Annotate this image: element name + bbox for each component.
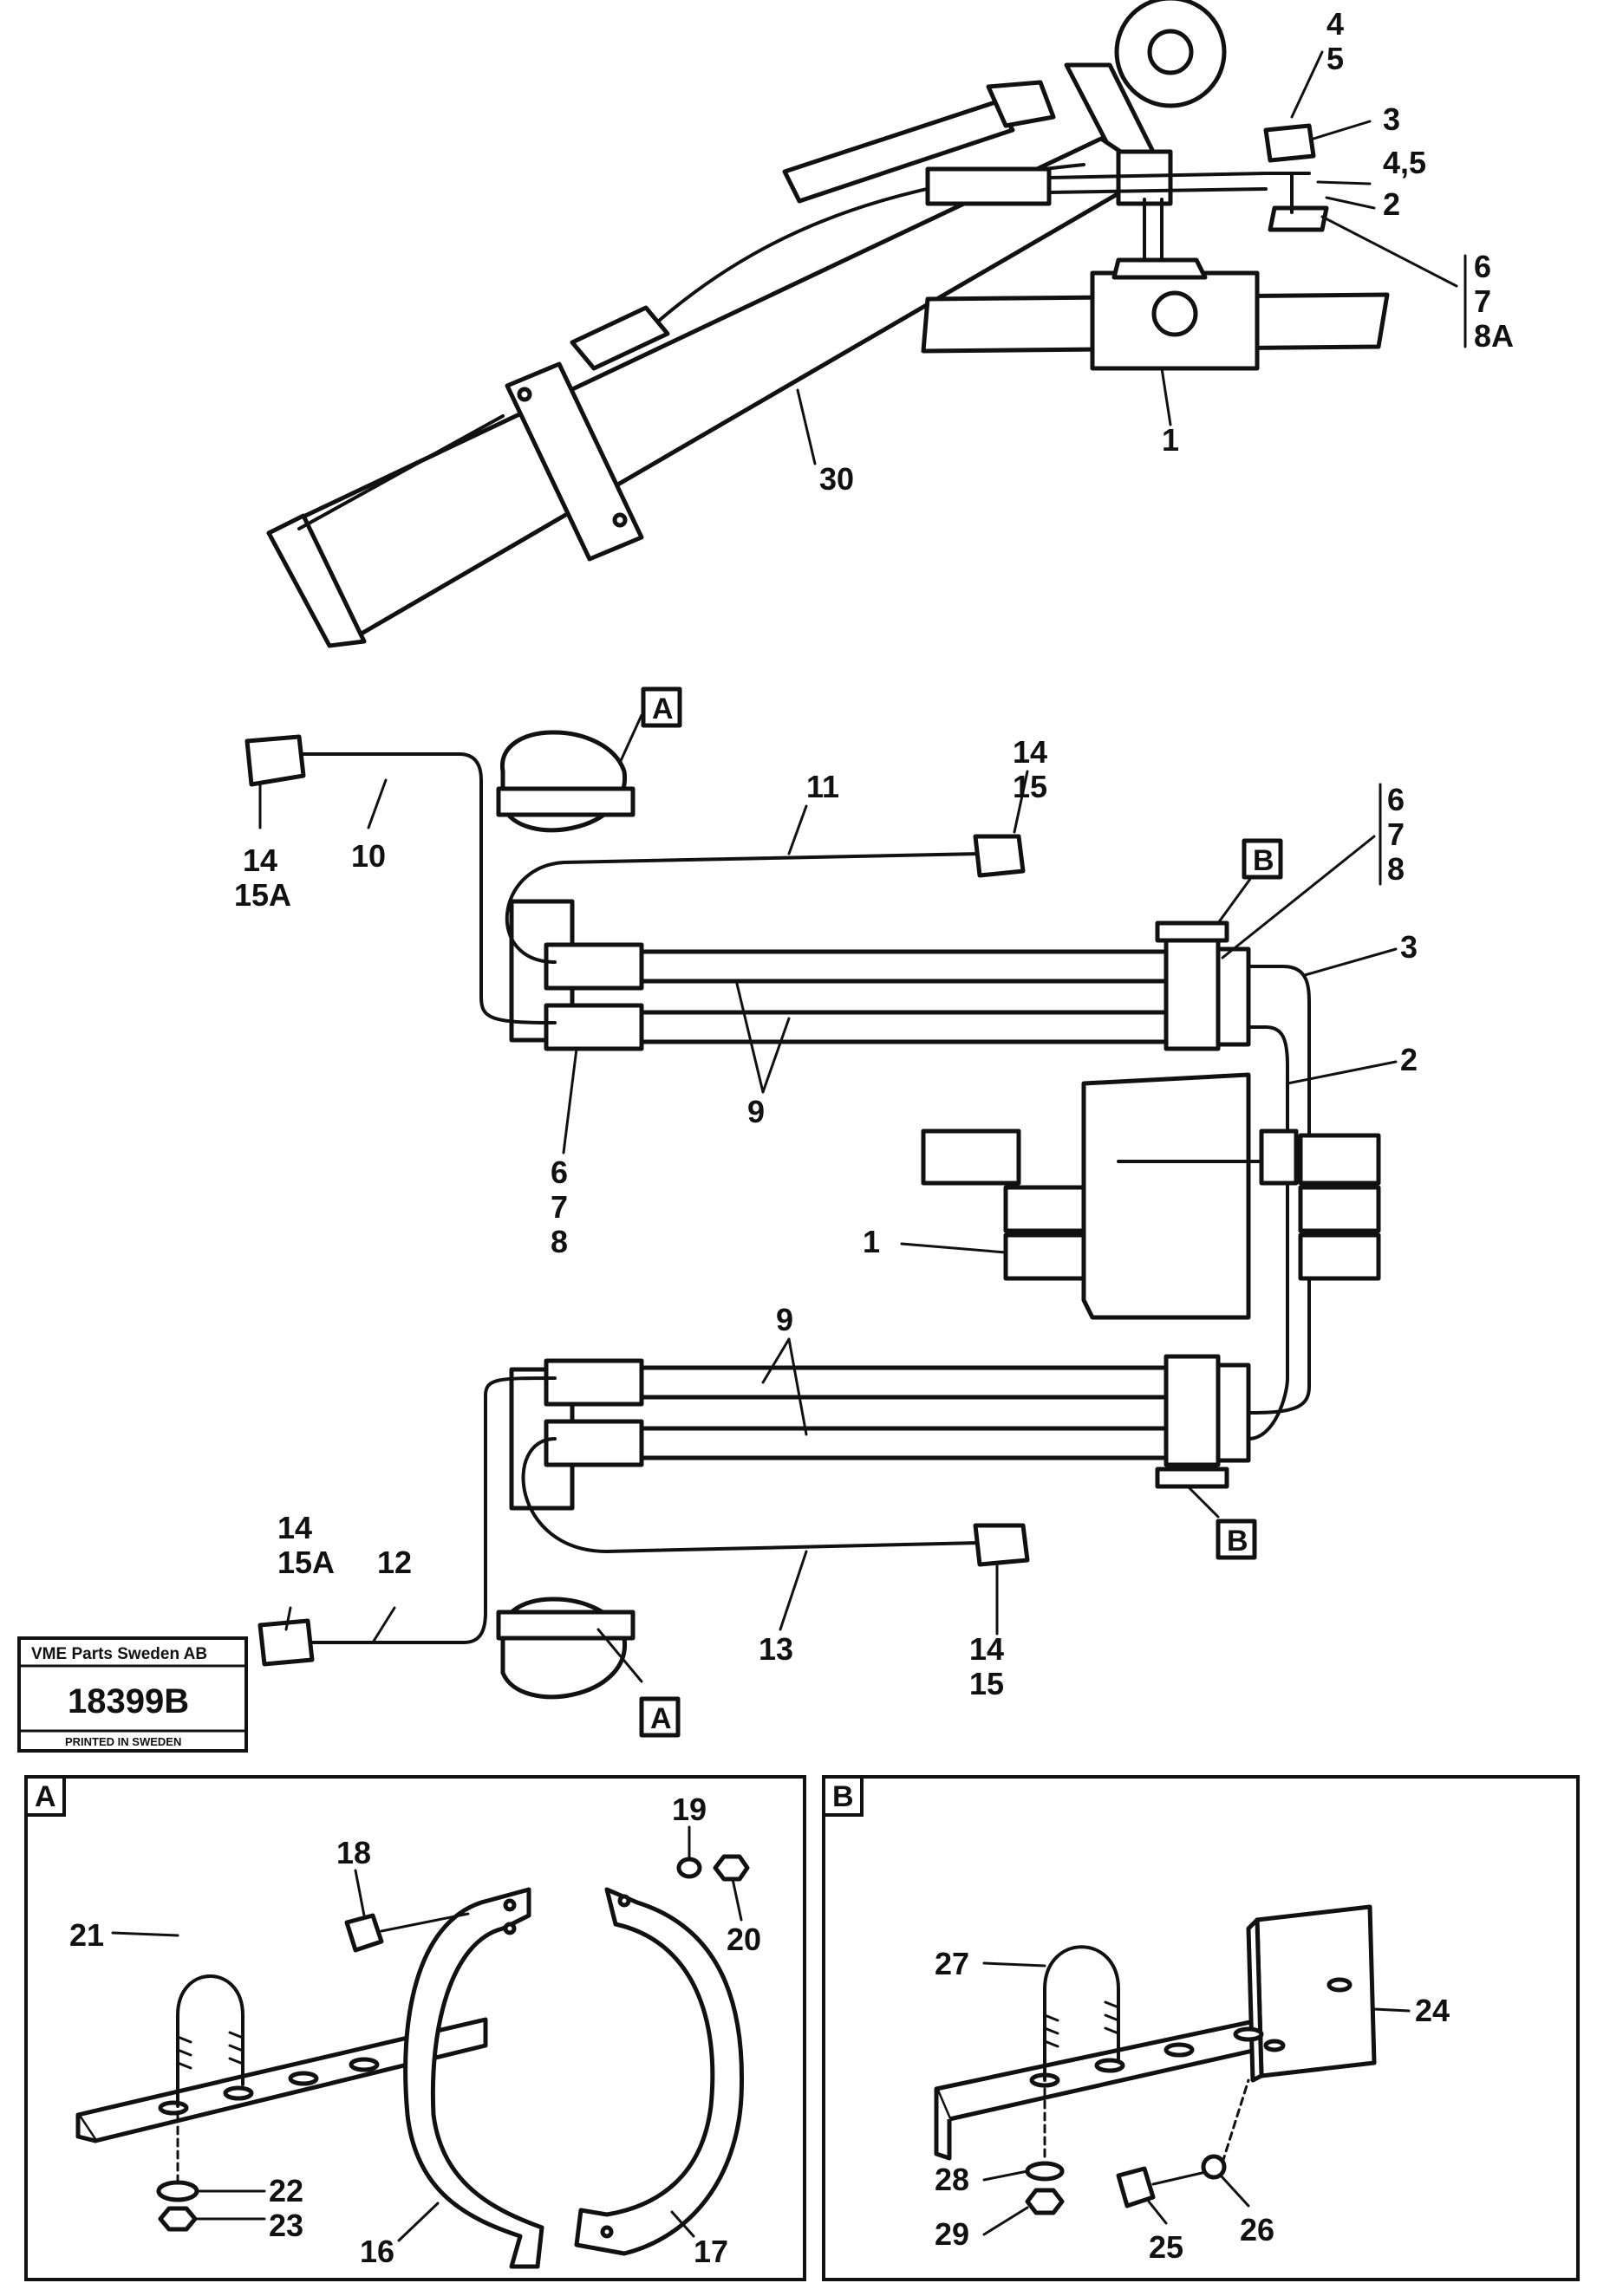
hose-12 [302, 1376, 557, 1644]
valve-block-drawing [921, 257, 1390, 371]
clamp-top-drawing [496, 730, 636, 1043]
callout-b-bottom: B [1227, 1525, 1248, 1558]
hose-13-end [973, 1523, 1030, 1567]
label-15A-bl: 15A [277, 1545, 335, 1580]
label-6-right: 6 [1387, 782, 1405, 817]
label-8-left: 8 [551, 1224, 568, 1259]
label-29: 29 [935, 2216, 969, 2252]
stamp-company: VME Parts Sweden AB [31, 1645, 207, 1663]
top-view: 4 5 3 4,5 2 6 7 8A 1 30 [266, 0, 1514, 648]
tube-2 [1247, 1025, 1289, 1441]
label-15-tr: 15 [1013, 769, 1047, 804]
callout-box-b-top [1242, 838, 1283, 880]
hose-12-end [257, 1618, 315, 1667]
label-5-top: 5 [1326, 41, 1344, 76]
label-4-top: 4 [1326, 6, 1344, 42]
label-24: 24 [1415, 1993, 1450, 2028]
label-14-tr: 14 [1013, 734, 1047, 770]
valve-block-middle [921, 1072, 1381, 1320]
detail-b-panel: B 27 24 28 29 25 26 [822, 1775, 1580, 2281]
label-14-tl: 14 [243, 842, 277, 878]
label-12: 12 [377, 1545, 412, 1580]
label-1-top: 1 [1162, 422, 1179, 458]
label-4-5-top: 4,5 [1383, 145, 1426, 180]
label-3-top: 3 [1383, 101, 1400, 137]
detail-a-panel: A 18 19 [24, 1775, 806, 2281]
label-3-mid: 3 [1400, 929, 1418, 965]
label-14-bl: 14 [277, 1510, 312, 1545]
label-8-right: 8 [1387, 851, 1405, 887]
clamp-bottom-drawing [496, 1367, 636, 1700]
label-8A-top: 8A [1474, 318, 1514, 354]
callout-a-top: A [652, 693, 674, 725]
label-22: 22 [269, 2173, 303, 2208]
label-7-top: 7 [1474, 283, 1491, 319]
label-15-br: 15 [969, 1666, 1004, 1701]
label-9-top: 9 [747, 1094, 765, 1129]
label-2-top: 2 [1383, 186, 1400, 222]
label-11: 11 [806, 769, 839, 804]
label-13: 13 [759, 1631, 793, 1667]
hose-11 [505, 852, 981, 964]
top-leaders [796, 50, 1467, 465]
hose-10-end [244, 734, 306, 787]
label-7-left: 7 [551, 1189, 568, 1225]
label-7-right: 7 [1387, 816, 1405, 852]
label-15A-tl: 15A [234, 877, 291, 913]
callout-box-b-bottom [1216, 1519, 1257, 1560]
label-6-top: 6 [1474, 249, 1491, 284]
detail-b-tag: B [832, 1780, 854, 1813]
label-25: 25 [1149, 2229, 1183, 2265]
callout-b-top: B [1253, 844, 1274, 877]
label-28: 28 [935, 2162, 969, 2197]
middle-leaders [258, 713, 1398, 1683]
top-hose-fitting [570, 305, 670, 371]
label-6-left: 6 [551, 1155, 568, 1190]
middle-view: A B B A 14 15A 10 11 14 15 6 7 8 3 2 9 6… [234, 686, 1418, 1738]
label-17: 17 [694, 2234, 728, 2269]
label-1-mid: 1 [863, 1224, 880, 1259]
label-30-top: 30 [819, 461, 854, 497]
detail-a-tag: A [35, 1780, 56, 1813]
callout-a-bottom: A [650, 1702, 672, 1735]
lever-arm-drawing [782, 0, 1227, 204]
stamp-printed: PRINTED IN SWEDEN [65, 1735, 181, 1748]
label-10: 10 [351, 838, 386, 874]
callout-box-a-bottom [639, 1696, 681, 1738]
label-9-bottom: 9 [776, 1302, 793, 1337]
top-tubes-drawing [925, 123, 1329, 262]
label-19: 19 [672, 1792, 707, 1827]
hose-10 [297, 752, 557, 1024]
label-23: 23 [269, 2208, 303, 2243]
hose-11-end [973, 834, 1026, 878]
label-20: 20 [727, 1922, 761, 1957]
stamp-number: 18399B [68, 1682, 189, 1720]
label-16: 16 [360, 2234, 394, 2269]
label-2-mid: 2 [1400, 1042, 1418, 1077]
tube-set-top [544, 920, 1251, 1051]
label-14-br: 14 [969, 1631, 1004, 1667]
callout-box-a-top [641, 686, 682, 728]
tube-set-bottom [544, 1354, 1251, 1489]
frame-tube-drawing [266, 136, 1156, 648]
hose-13 [521, 1437, 981, 1553]
label-27: 27 [935, 1946, 969, 1981]
label-18: 18 [336, 1835, 371, 1870]
label-21: 21 [69, 1917, 104, 1953]
label-26: 26 [1240, 2212, 1274, 2247]
parts-stamp: VME Parts Sweden AB 18399B PRINTED IN SW… [17, 1636, 248, 1753]
